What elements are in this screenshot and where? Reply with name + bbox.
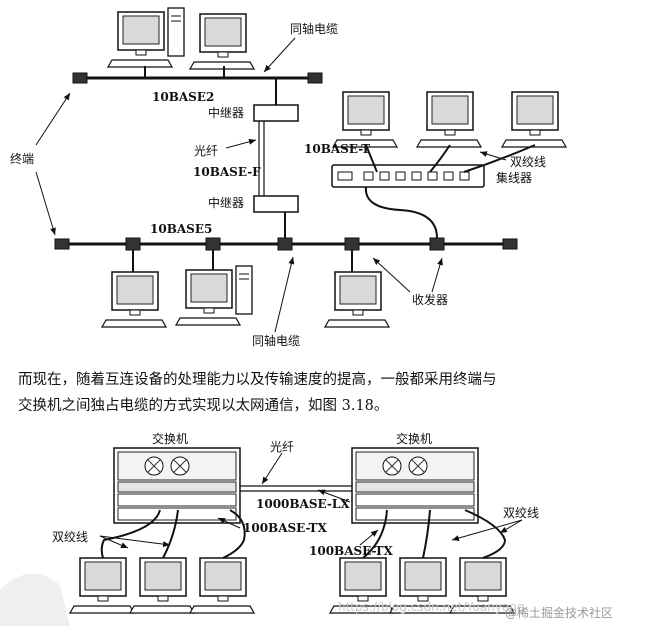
pc-switch-left-1 bbox=[69, 557, 135, 614]
label-transceiver: 收发器 bbox=[412, 293, 449, 307]
label-hub: 集线器 bbox=[496, 171, 533, 185]
label-terminal: 终端 bbox=[10, 152, 35, 166]
label-fiber-bottom: 光纤 bbox=[270, 440, 295, 454]
pc-bottom-1 bbox=[101, 271, 167, 328]
terminator-right-10base2 bbox=[307, 72, 323, 84]
label-twisted-pair-right: 双绞线 bbox=[503, 506, 540, 520]
terminator-left-10base5 bbox=[54, 238, 70, 250]
switch-right bbox=[351, 447, 479, 524]
label-twisted-pair-top: 双绞线 bbox=[510, 155, 547, 169]
label-10base2: 10BASE2 bbox=[152, 90, 215, 104]
label-twisted-pair-left: 双绞线 bbox=[52, 530, 89, 544]
pc-switch-left-3 bbox=[189, 557, 255, 614]
pc-hub-1 bbox=[332, 91, 398, 148]
terminator-left-10base2 bbox=[72, 72, 88, 84]
paragraph-line-2: 交换机之间独占电缆的方式实现以太网通信，如图 3.18。 bbox=[18, 398, 389, 414]
transceiver-node-3 bbox=[277, 237, 293, 251]
label-switch-right: 交换机 bbox=[396, 432, 433, 446]
pc-top-1 bbox=[108, 8, 184, 67]
label-10base-t: 10BASE-T bbox=[304, 142, 371, 156]
repeater-bottom bbox=[253, 195, 299, 213]
transceiver-node-5 bbox=[429, 237, 445, 251]
label-10base5: 10BASE5 bbox=[150, 222, 213, 236]
transceiver-node-2 bbox=[205, 237, 221, 251]
watermark-url: https://blog.csdn.net/Yuanyang bbox=[338, 600, 525, 614]
pc-switch-left-2 bbox=[129, 557, 195, 614]
hub bbox=[331, 164, 485, 188]
pc-top-2 bbox=[189, 13, 255, 70]
label-coax-bottom: 同轴电缆 bbox=[252, 334, 301, 348]
watermark-brand: @稀土掘金技术社区 bbox=[505, 606, 614, 620]
label-1000base-lx: 1000BASE-LX bbox=[256, 497, 350, 511]
label-100base-tx-right: 100BASE-TX bbox=[309, 544, 393, 558]
label-repeater-bottom: 中继器 bbox=[208, 196, 245, 210]
repeater-top bbox=[253, 104, 299, 122]
label-100base-tx-left: 100BASE-TX bbox=[243, 521, 327, 535]
pc-hub-3 bbox=[501, 91, 567, 148]
label-fiber-top: 光纤 bbox=[194, 144, 219, 158]
pc-bottom-3 bbox=[324, 271, 390, 328]
label-repeater-top: 中继器 bbox=[208, 106, 245, 120]
paragraph-line-1: 而现在，随着互连设备的处理能力以及传输速度的提高，一般都采用终端与 bbox=[18, 372, 497, 388]
label-10base-f: 10BASE-F bbox=[193, 165, 261, 179]
terminator-right-10base5 bbox=[502, 238, 518, 250]
pc-bottom-2 bbox=[176, 266, 252, 325]
pc-hub-2 bbox=[416, 91, 482, 148]
transceiver-node-4 bbox=[344, 237, 360, 251]
label-coax-top: 同轴电缆 bbox=[290, 22, 339, 36]
transceiver-node-1 bbox=[125, 237, 141, 251]
label-switch-left: 交换机 bbox=[152, 432, 189, 446]
